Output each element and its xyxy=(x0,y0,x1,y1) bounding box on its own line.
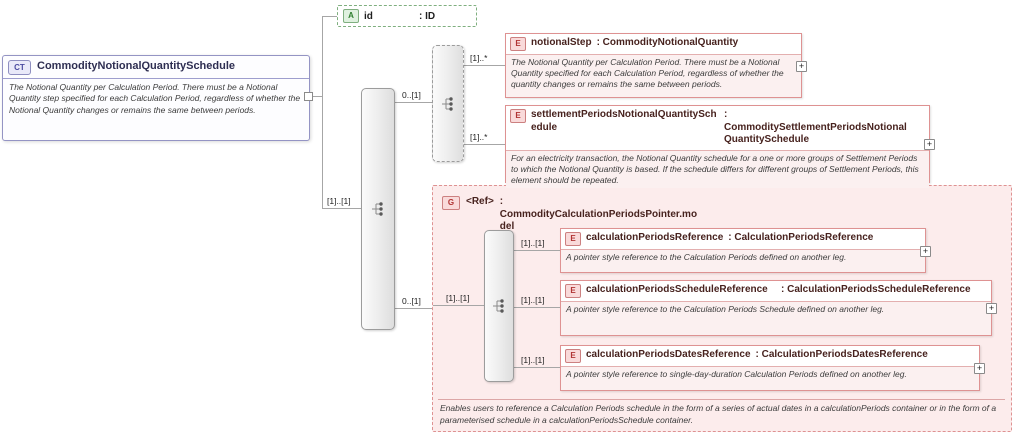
cardinality-label: [1]..[1] xyxy=(446,293,470,303)
connector-line xyxy=(393,308,432,309)
element-header: E settlementPeriodsNotionalQuantitySched… xyxy=(506,106,929,150)
group-icon: G xyxy=(442,196,460,210)
expand-button[interactable]: + xyxy=(796,60,807,72)
collapse-toggle[interactable] xyxy=(304,92,313,101)
connector-line xyxy=(433,305,484,306)
complextype-name: CommodityNotionalQuantitySchedule xyxy=(37,60,236,72)
connector-line xyxy=(512,307,560,308)
attribute-box-id[interactable]: A id : ID xyxy=(337,5,477,27)
element-box-calculationperiodsschedulereference[interactable]: E calculationPeriodsScheduleReference : … xyxy=(560,280,997,336)
sequence-icon xyxy=(370,201,386,217)
element-header: E calculationPeriodsDatesReference : Cal… xyxy=(561,346,979,366)
sequence-compositor[interactable] xyxy=(361,88,395,330)
connector-line xyxy=(462,144,505,145)
element-documentation: For an electricity transaction, the Noti… xyxy=(506,149,929,188)
element-header: E notionalStep : CommodityNotionalQuanti… xyxy=(506,34,801,54)
cardinality-label: 0..[1] xyxy=(402,296,421,306)
connector-line xyxy=(512,367,560,368)
element-box-settlementperiodsnotionalquantityschedule[interactable]: E settlementPeriodsNotionalQuantitySched… xyxy=(505,105,935,188)
expand-button[interactable]: + xyxy=(924,139,935,150)
element-name: notionalStep xyxy=(531,37,592,48)
group-type: : CommodityCalculationPeriodsPointer.mod… xyxy=(499,196,698,232)
connector-line xyxy=(462,65,505,66)
element-box-notionalstep[interactable]: E notionalStep : CommodityNotionalQuanti… xyxy=(505,33,807,98)
group-name: <Ref> xyxy=(466,196,494,207)
connector-line xyxy=(393,102,432,103)
sequence-compositor[interactable] xyxy=(484,230,514,382)
connector-line xyxy=(322,208,361,209)
expand-button[interactable]: + xyxy=(986,303,997,314)
complextype-box[interactable]: CT CommodityNotionalQuantitySchedule The… xyxy=(2,55,310,141)
element-type: : CommodityNotionalQuantity xyxy=(596,37,739,48)
element-documentation: A pointer style reference to the Calcula… xyxy=(561,249,925,272)
cardinality-label: [1]..[1] xyxy=(327,196,351,206)
element-icon: E xyxy=(565,232,581,246)
cardinality-label: [1]..[1] xyxy=(521,238,545,248)
cardinality-label: [1]..* xyxy=(470,132,488,142)
element-icon: E xyxy=(565,349,581,363)
cardinality-label: [1]..[1] xyxy=(521,295,545,305)
element-header: E calculationPeriodsReference : Calculat… xyxy=(561,229,925,249)
element-type: : CommoditySettlementPeriodsNotionalQuan… xyxy=(724,109,907,145)
cardinality-label: 0..[1] xyxy=(402,90,421,100)
element-header: E calculationPeriodsScheduleReference : … xyxy=(561,281,991,301)
element-documentation: A pointer style reference to single-day-… xyxy=(561,366,979,390)
connector-line xyxy=(512,250,560,251)
choice-compositor[interactable] xyxy=(432,45,464,162)
group-header: G <Ref> : CommodityCalculationPeriodsPoi… xyxy=(433,186,1011,238)
element-documentation: The Notional Quantity per Calculation Pe… xyxy=(506,54,801,97)
expand-button[interactable]: + xyxy=(974,363,985,374)
sequence-icon xyxy=(491,298,507,314)
element-name: settlementPeriodsNotionalQuantitySchedul… xyxy=(531,109,717,133)
complextype-icon: CT xyxy=(8,60,31,75)
element-icon: E xyxy=(565,284,581,298)
element-icon: E xyxy=(510,109,526,123)
element-name: calculationPeriodsReference xyxy=(586,232,724,243)
complextype-header: CT CommodityNotionalQuantitySchedule xyxy=(3,56,309,79)
complextype-documentation: The Notional Quantity per Calculation Pe… xyxy=(9,82,301,115)
element-type: : CalculationPeriodsDatesReference xyxy=(755,349,928,360)
connector-line xyxy=(312,96,322,97)
expand-button[interactable]: + xyxy=(920,245,931,257)
cardinality-label: [1]..[1] xyxy=(521,355,545,365)
element-box-calculationperiodsdatesreference[interactable]: E calculationPeriodsDatesReference : Cal… xyxy=(560,345,985,391)
element-type: : CalculationPeriodsScheduleReference xyxy=(781,284,971,295)
choice-icon xyxy=(440,96,456,112)
attribute-name: id xyxy=(364,10,373,22)
element-type: : CalculationPeriodsReference xyxy=(728,232,874,243)
connector-line xyxy=(322,16,337,17)
element-name: calculationPeriodsScheduleReference xyxy=(586,284,768,295)
element-icon: E xyxy=(510,37,526,51)
element-documentation: A pointer style reference to the Calcula… xyxy=(561,301,991,335)
attribute-type: : ID xyxy=(419,10,436,22)
element-box-calculationperiodsreference[interactable]: E calculationPeriodsReference : Calculat… xyxy=(560,228,931,273)
attribute-icon: A xyxy=(343,9,359,23)
cardinality-label: [1]..* xyxy=(470,53,488,63)
group-documentation: Enables users to reference a Calculation… xyxy=(438,399,1005,426)
element-name: calculationPeriodsDatesReference xyxy=(586,349,751,360)
connector-line xyxy=(322,16,323,208)
